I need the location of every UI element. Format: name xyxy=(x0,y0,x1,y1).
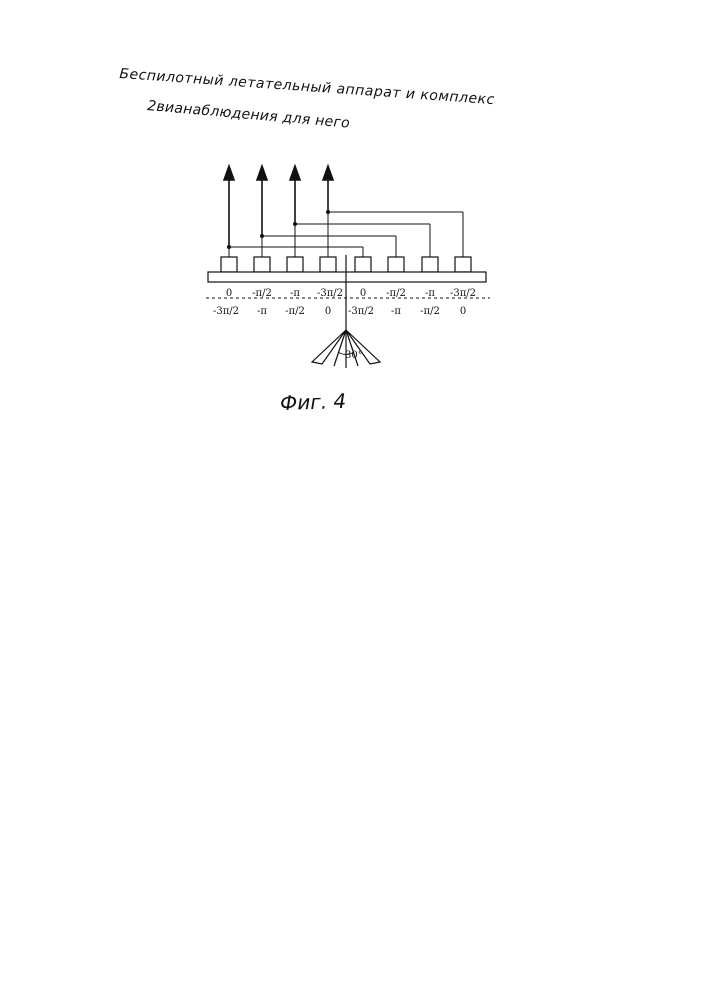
junction-dots xyxy=(227,210,330,249)
element-4 xyxy=(320,257,336,272)
element-7 xyxy=(422,257,438,272)
phase-row-1: 0 -π/2 -π -3π/2 0 -π/2 -π -3π/2 xyxy=(226,288,476,299)
phase-r2-1: -3π/2 xyxy=(213,306,239,317)
antenna-array-diagram: 0 -π/2 -π -3π/2 0 -π/2 -π -3π/2 -3π/2 -π… xyxy=(0,0,707,420)
phase-r1-7: -π xyxy=(425,288,435,299)
phase-r2-6: -π xyxy=(391,306,401,317)
phase-r2-7: -π/2 xyxy=(420,306,440,317)
phase-r1-5: 0 xyxy=(360,288,366,299)
phase-r1-4: -3π/2 xyxy=(317,288,343,299)
phase-r1-6: -π/2 xyxy=(386,288,406,299)
phase-r2-4: 0 xyxy=(325,306,331,317)
phase-r1-3: -π xyxy=(290,288,300,299)
element-8 xyxy=(455,257,471,272)
arrowhead-2 xyxy=(257,166,267,180)
angle-label: 30° xyxy=(345,350,363,361)
element-3 xyxy=(287,257,303,272)
phase-r2-8: 0 xyxy=(460,306,466,317)
phase-r2-2: -π xyxy=(257,306,267,317)
connection-lines xyxy=(229,212,463,257)
arrowhead-4 xyxy=(323,166,333,180)
element-2 xyxy=(254,257,270,272)
phase-row-2: -3π/2 -π -π/2 0 -3π/2 -π -π/2 0 xyxy=(213,306,466,317)
element-5 xyxy=(355,257,371,272)
arrowhead-1 xyxy=(224,166,234,180)
element-6 xyxy=(388,257,404,272)
phase-r1-8: -3π/2 xyxy=(450,288,476,299)
phase-r1-1: 0 xyxy=(226,288,232,299)
phase-r1-2: -π/2 xyxy=(252,288,272,299)
element-1 xyxy=(221,257,237,272)
phase-r2-5: -3π/2 xyxy=(348,306,374,317)
figure-caption: Фиг. 4 xyxy=(280,389,347,415)
arrowhead-3 xyxy=(290,166,300,180)
output-arrows xyxy=(224,166,333,247)
phase-r2-3: -π/2 xyxy=(285,306,305,317)
base-plate xyxy=(208,272,486,282)
